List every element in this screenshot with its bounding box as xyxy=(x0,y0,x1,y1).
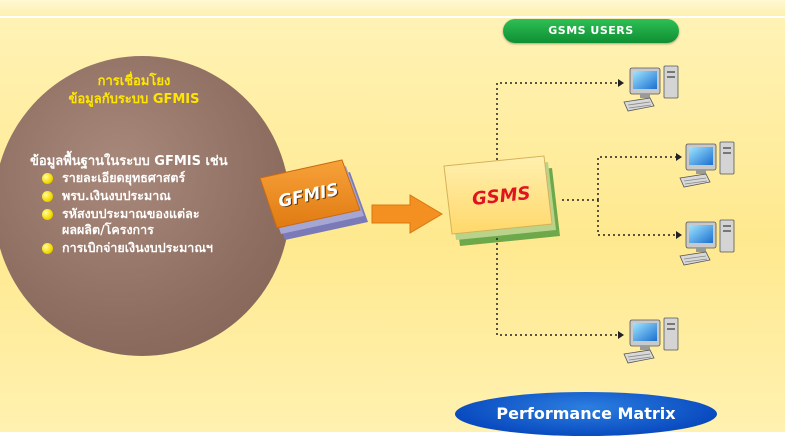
arrowheads xyxy=(618,79,682,339)
bullet-continuation: ผลผลิต/โครงการ xyxy=(42,222,213,238)
computer-icon xyxy=(623,317,679,364)
bullet-dot-icon xyxy=(42,173,53,184)
bullet-text: รหัสงบประมาณของแต่ละ xyxy=(62,206,200,221)
gfmis-info-circle: การเชื่อมโยง ข้อมูลกับระบบ GFMIS xyxy=(0,56,290,356)
bullet-item: รหัสงบประมาณของแต่ละ xyxy=(42,206,213,222)
gfmis-box xyxy=(259,159,368,240)
bullet-continuation-text: ผลผลิต/โครงการ xyxy=(62,222,154,237)
bullet-item: รายละเอียดยุทธศาสตร์ xyxy=(42,170,213,186)
computer-icon xyxy=(679,141,735,188)
circle-title-line2: ข้อมูลกับระบบ GFMIS xyxy=(68,92,200,107)
bullet-dot-icon xyxy=(42,243,53,254)
computer-icon xyxy=(623,65,679,112)
connection-lines xyxy=(496,82,676,336)
bullet-dot-icon xyxy=(42,209,53,220)
circle-subtitle: ข้อมูลพื้นฐานในระบบ GFMIS เช่น xyxy=(30,154,228,169)
flow-arrow-icon xyxy=(371,194,443,234)
bullet-item: การเบิกจ่ายเงินงบประมาณฯ xyxy=(42,240,213,256)
computer-icon xyxy=(679,219,735,266)
gsms-box xyxy=(443,155,560,246)
gsms-users-badge: GSMS USERS xyxy=(503,19,679,43)
top-band xyxy=(0,0,785,18)
bullet-text: พรบ.เงินงบประมาณ xyxy=(62,188,171,203)
bullet-list: รายละเอียดยุทธศาสตร์ พรบ.เงินงบประมาณ รห… xyxy=(42,170,213,258)
bullet-text: การเบิกจ่ายเงินงบประมาณฯ xyxy=(62,240,213,255)
bullet-dot-icon xyxy=(42,191,53,202)
circle-title-line1: การเชื่อมโยง xyxy=(97,74,171,89)
bullet-text: รายละเอียดยุทธศาสตร์ xyxy=(62,170,186,185)
bullet-item: พรบ.เงินงบประมาณ xyxy=(42,188,213,204)
performance-matrix-badge: Performance Matrix xyxy=(455,392,717,436)
